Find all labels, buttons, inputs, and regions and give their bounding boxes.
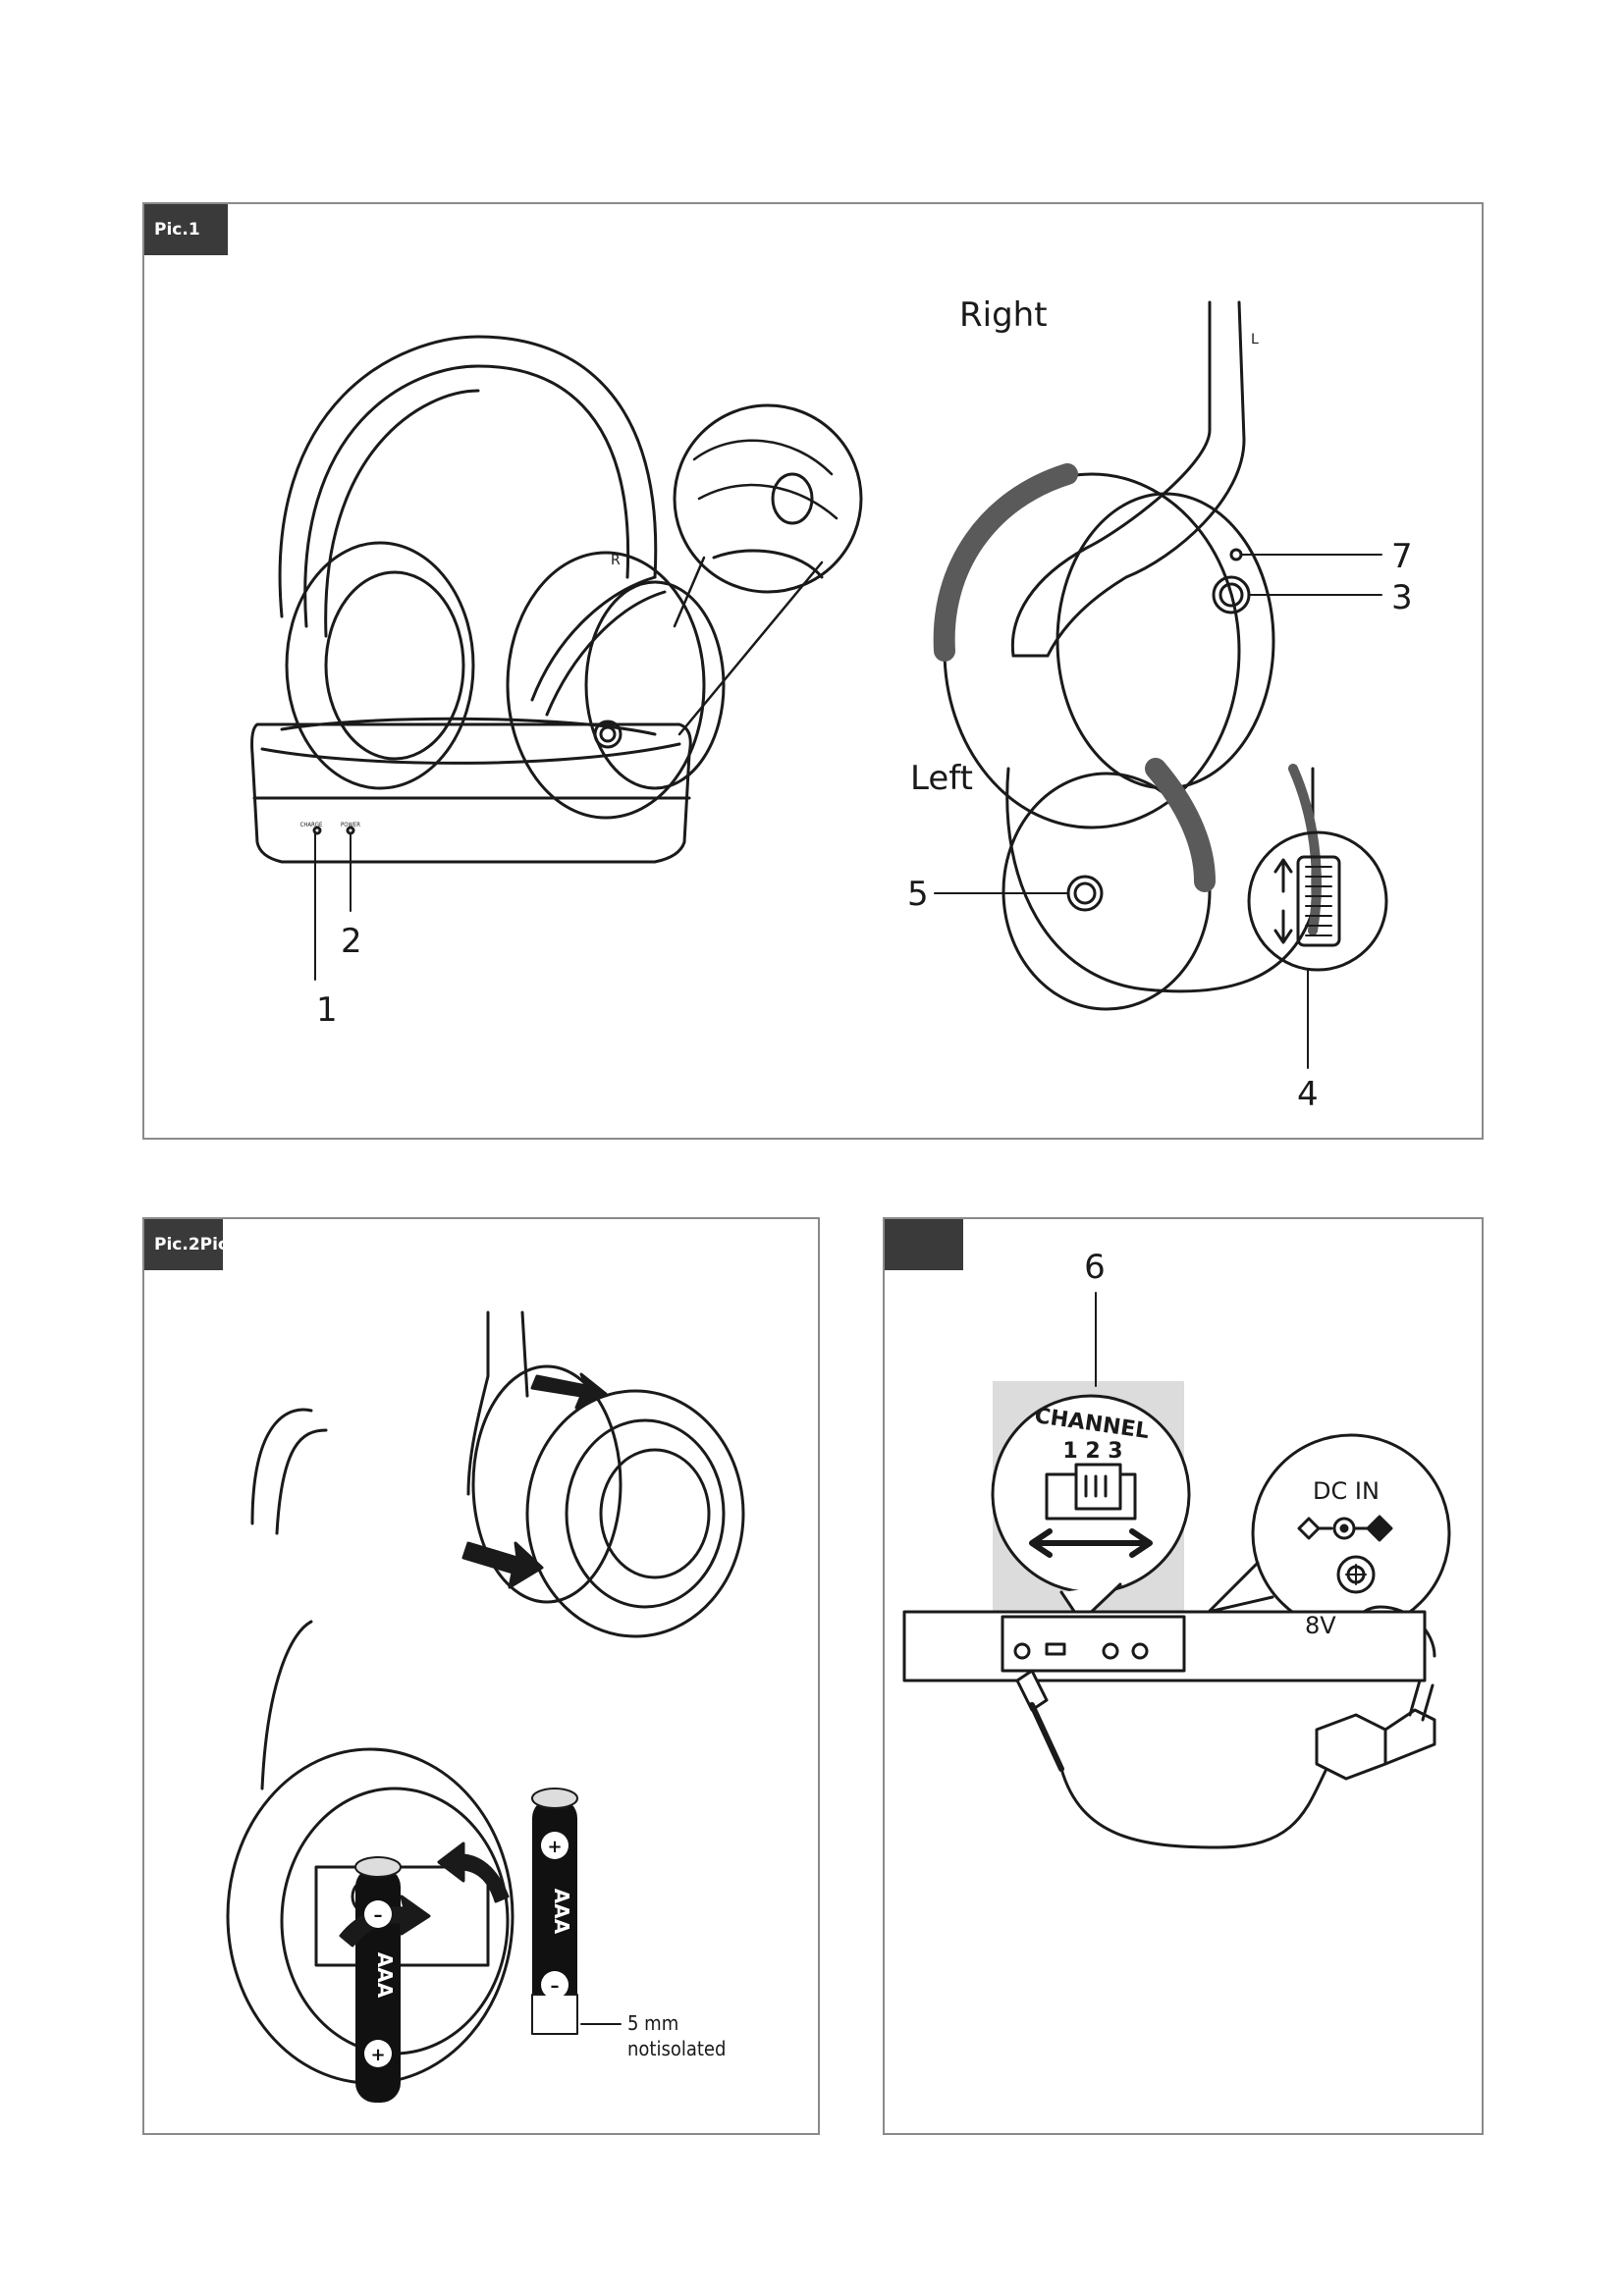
panel-tag: Pic.2Pic.3 <box>144 1219 223 1270</box>
figure-panel-connection: 6 CHANNEL 1 2 3 DC IN 8V <box>883 1217 1484 2135</box>
panel-tag <box>885 1219 963 1270</box>
slide-arrow <box>1029 1528 1153 1558</box>
base-label-charge: CHARGE <box>300 822 323 828</box>
panel-tag: Pic.1 <box>144 204 228 255</box>
svg-text:–: – <box>551 1976 560 1997</box>
battery-front-label: AAA <box>373 1952 397 1999</box>
insulation-note-line2: notisolated <box>627 2037 726 2060</box>
right-earcup <box>506 551 706 820</box>
callout-3: 3 <box>1391 578 1413 617</box>
battery-illustration: – + + – AAA AAA 5 mm notisolated <box>226 1310 745 2103</box>
headband <box>278 335 658 618</box>
callout-6: 6 <box>1084 1248 1106 1287</box>
power-adapter <box>1315 1713 1387 1781</box>
insert-arrow-2 <box>437 1842 510 1903</box>
left-earcup <box>285 541 475 790</box>
insulation-note-line1: 5 mm <box>627 2011 678 2035</box>
figure-panel-pic1: Pic.1 R <box>142 202 1484 1140</box>
detail-magnifier <box>673 403 863 594</box>
left-title: Left <box>910 759 973 798</box>
earcup-letter-l-top: L <box>1251 332 1259 347</box>
channel-numbers: 1 2 3 <box>1062 1439 1122 1464</box>
voltage-label: 8V <box>1305 1612 1336 1639</box>
svg-text:+: + <box>370 2045 385 2065</box>
earcup-top <box>471 1364 623 1604</box>
base-label-power: POWER <box>341 822 360 828</box>
right-title: Right <box>959 295 1048 335</box>
dc-plug <box>1015 1669 1049 1712</box>
earcup-letter-r: R <box>611 553 621 568</box>
battery-right-label: AAA <box>550 1889 573 1935</box>
battery-right <box>531 1788 578 2035</box>
headphones-illustration: R L <box>250 295 1413 1114</box>
left-earcup-detail <box>1005 767 1315 993</box>
power-cable <box>1059 1767 1328 1849</box>
figure-panel-pic2-pic3: Pic.2Pic.3 <box>142 1217 820 2135</box>
callout-4: 4 <box>1297 1075 1319 1114</box>
charging-base <box>250 722 692 864</box>
volume-wheel <box>1296 855 1341 947</box>
connection-illustration: 6 CHANNEL 1 2 3 DC IN 8V <box>902 1248 1451 1849</box>
led-indicator <box>1229 548 1243 561</box>
callout-1: 1 <box>316 990 338 1030</box>
earpad <box>525 1389 745 1638</box>
svg-text:–: – <box>374 1905 383 1926</box>
input-jack <box>1073 881 1097 905</box>
pull-arrow-bottom <box>461 1541 544 1589</box>
power-button <box>1218 582 1244 608</box>
callout-5: 5 <box>907 875 929 914</box>
volume-wheel-magnifier <box>1247 830 1388 972</box>
svg-text:+: + <box>547 1837 562 1857</box>
callout-7: 7 <box>1391 537 1413 576</box>
dc-in-label: DC IN <box>1313 1477 1380 1505</box>
pull-arrow-top <box>530 1372 608 1410</box>
callout-2: 2 <box>341 922 362 961</box>
